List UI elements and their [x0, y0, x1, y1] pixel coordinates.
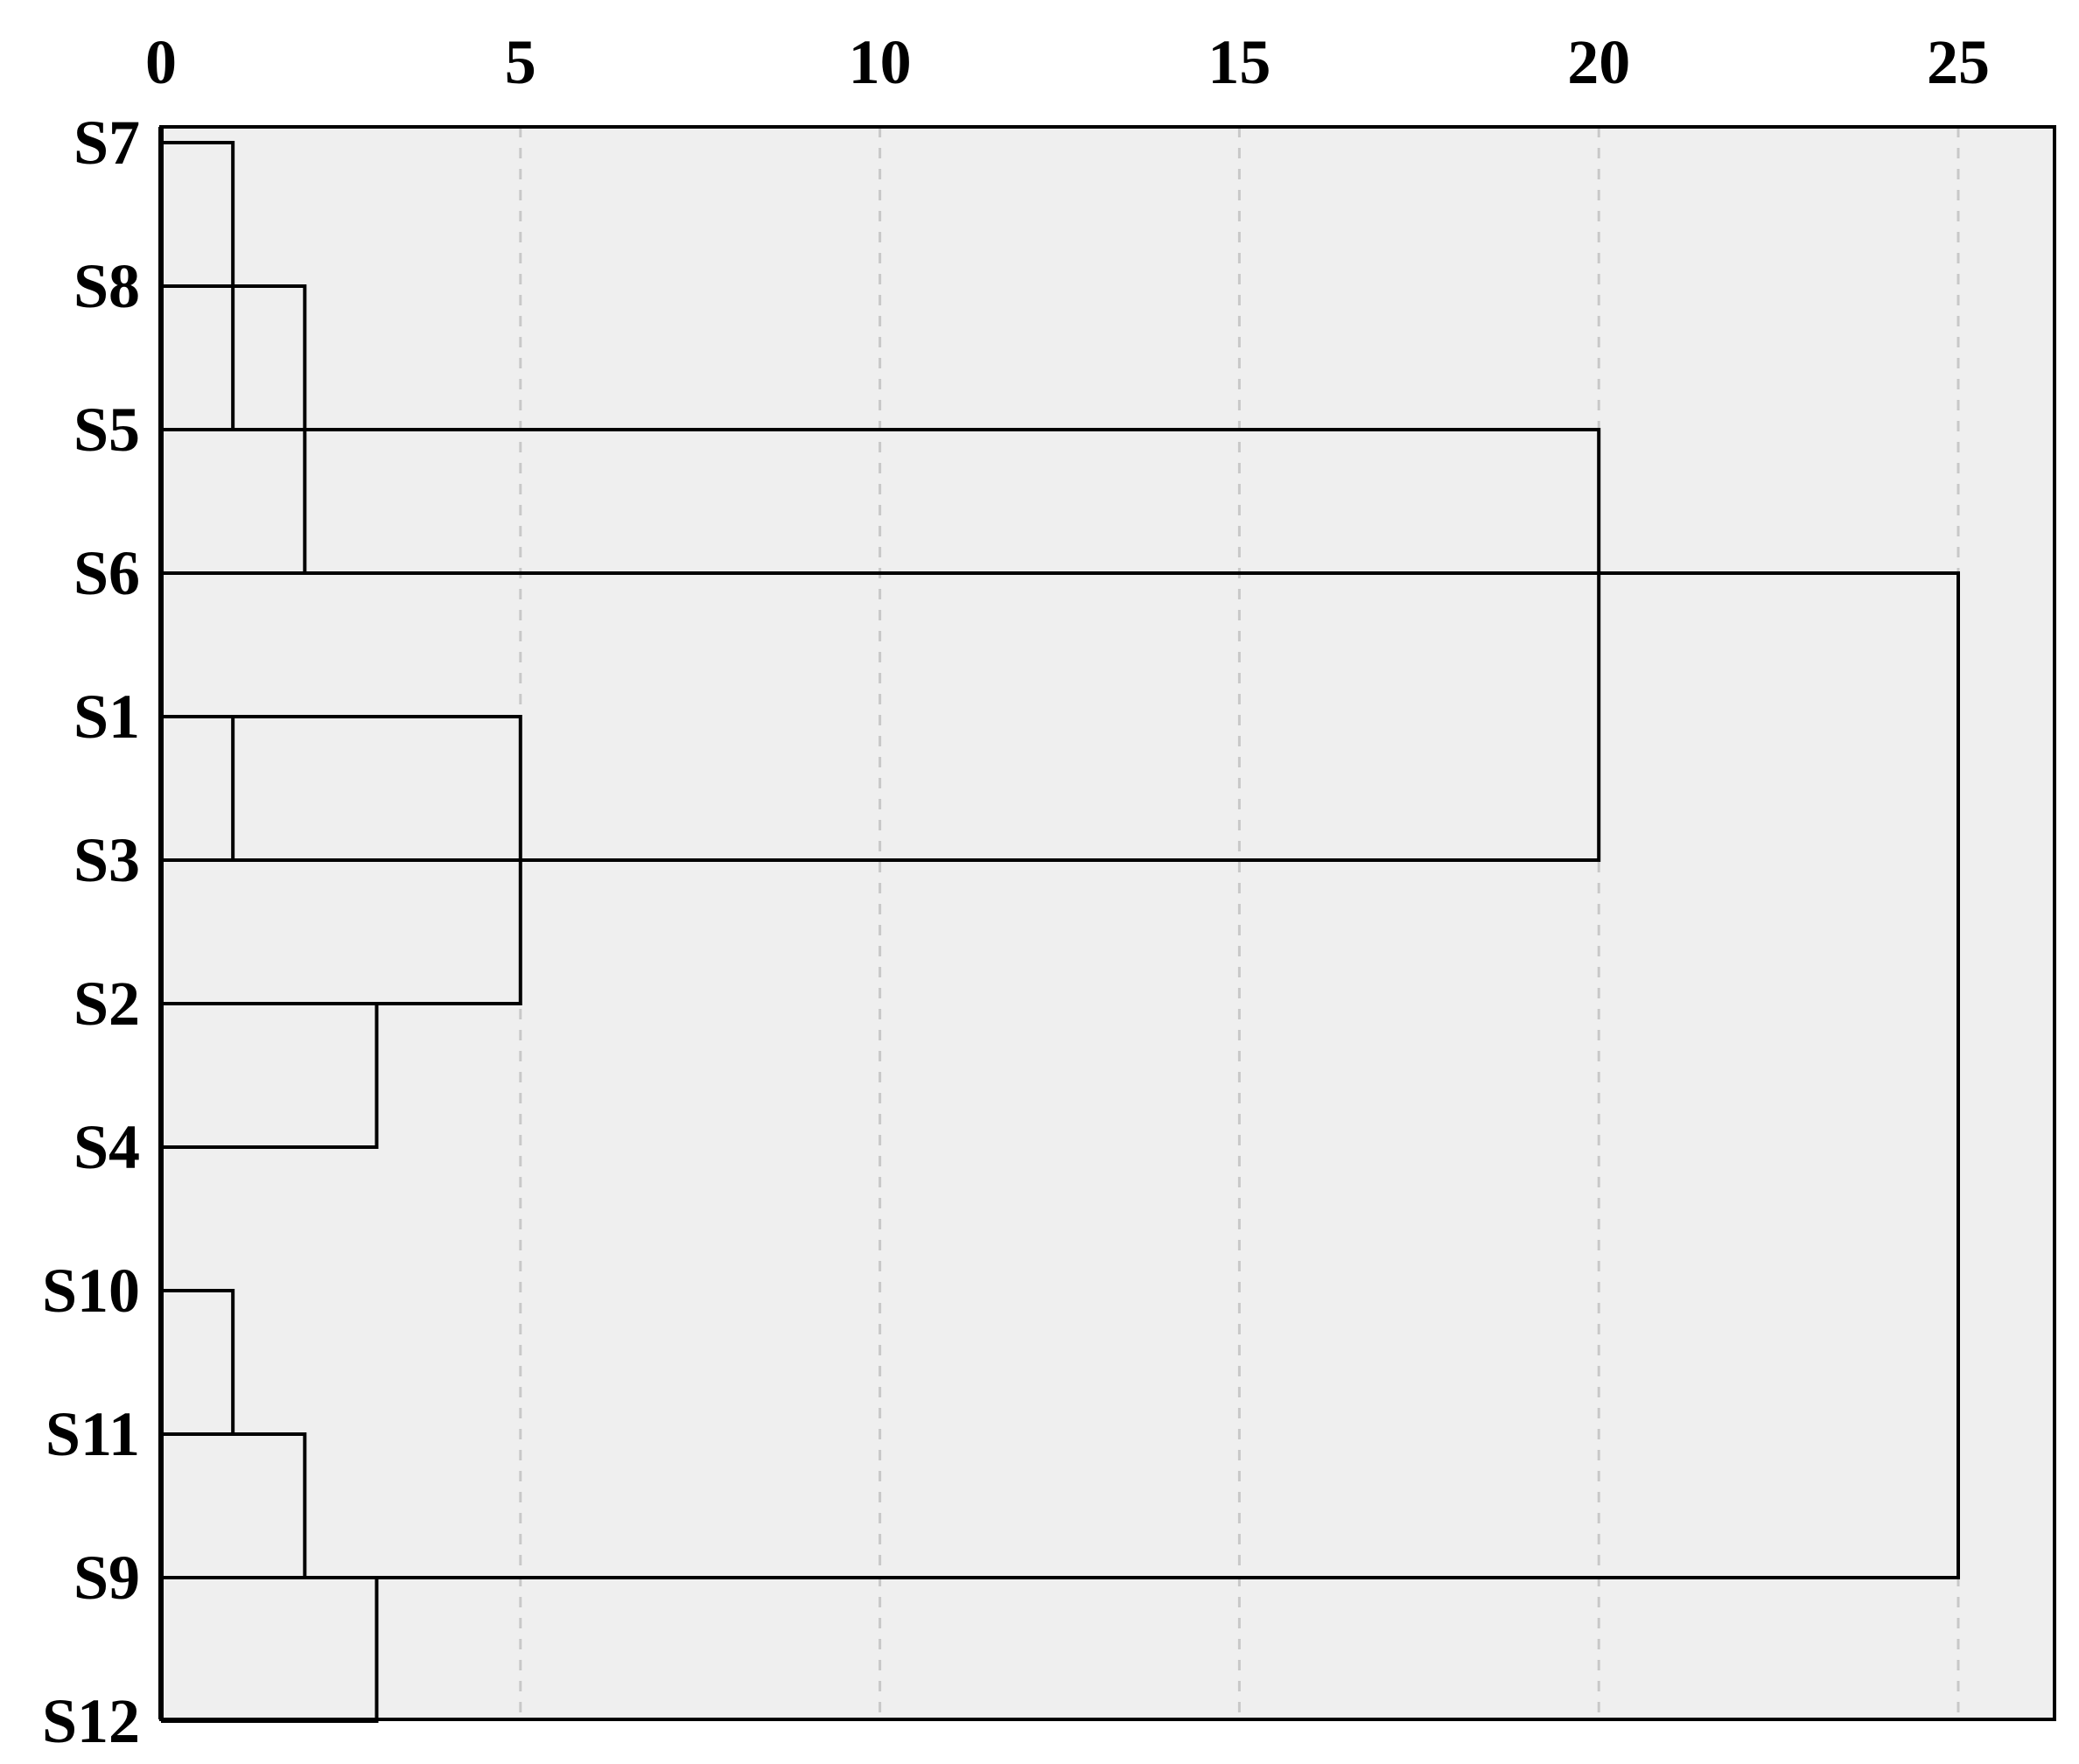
plot-area	[161, 127, 2054, 1719]
leaf-label-s7: S7	[74, 108, 140, 178]
x-tick-label-25: 25	[1927, 27, 1990, 97]
leaf-label-s9: S9	[74, 1543, 140, 1613]
leaf-label-s10: S10	[42, 1256, 140, 1326]
leaf-label-s2: S2	[74, 969, 140, 1039]
x-tick-label-10: 10	[849, 27, 912, 97]
dendrogram-link-m6	[161, 428, 1601, 862]
dendrogram-link-m10	[161, 571, 1960, 1579]
x-tick-label-0: 0	[145, 27, 177, 97]
leaf-label-s5: S5	[74, 395, 140, 465]
leaf-label-s1: S1	[74, 682, 140, 752]
x-tick-label-5: 5	[505, 27, 536, 97]
leaf-label-s6: S6	[74, 538, 140, 608]
x-tick-label-15: 15	[1208, 27, 1270, 97]
leaf-label-s3: S3	[74, 825, 140, 895]
x-tick-label-20: 20	[1567, 27, 1630, 97]
leaf-label-s11: S11	[46, 1399, 140, 1469]
leaf-label-s8: S8	[74, 251, 140, 321]
leaf-label-s12: S12	[42, 1686, 140, 1756]
leaf-label-s4: S4	[74, 1112, 140, 1182]
